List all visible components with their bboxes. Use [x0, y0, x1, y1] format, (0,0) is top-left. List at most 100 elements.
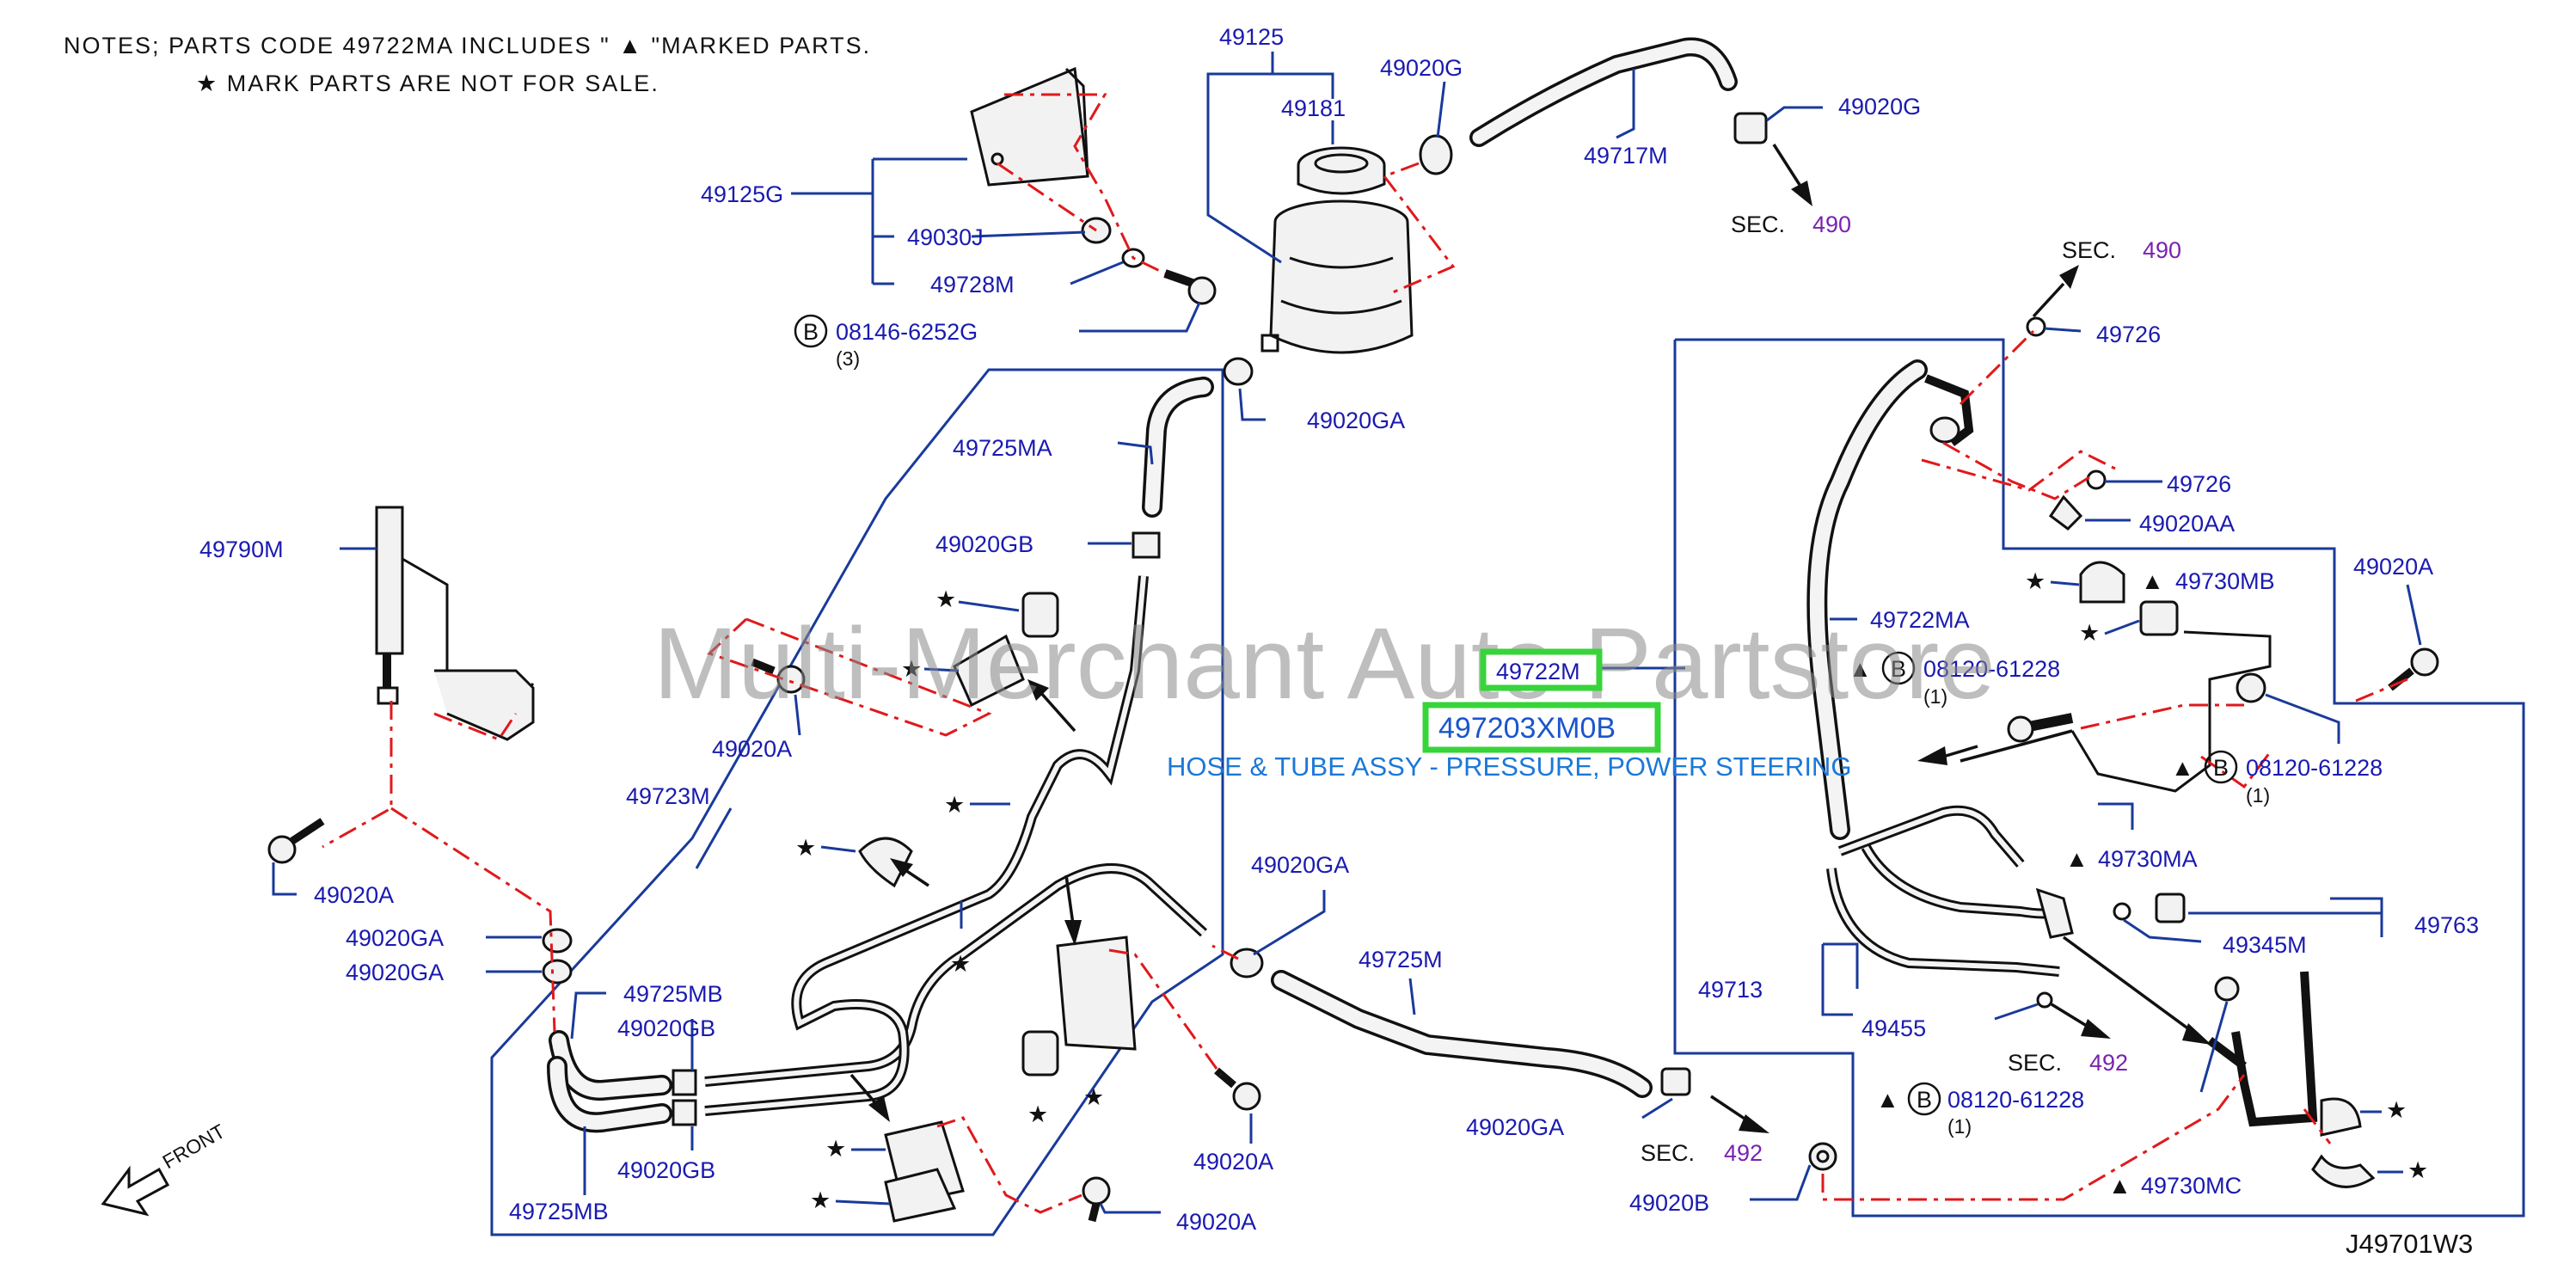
label-49020ga-right: 49020GA — [1466, 1114, 1564, 1140]
watermark: Multi-Merchant Auto Partstore — [653, 607, 1996, 721]
star-mark: ★ — [2079, 620, 2100, 646]
star-mark: ★ — [825, 1136, 846, 1162]
b-mark: B — [2213, 755, 2229, 781]
insulator-49730mc-a — [2320, 1097, 2362, 1137]
label-49723m: 49723M — [626, 783, 710, 809]
highlight-box-part-no — [1480, 648, 1603, 691]
sec-label-490-top: SEC. — [1731, 212, 1785, 237]
leader-lines — [272, 52, 2422, 1214]
insulator-49730mc-b — [2311, 1154, 2376, 1188]
bolt-49020a-left — [267, 818, 325, 864]
star-mark: ★ — [2025, 568, 2045, 594]
label-49125: 49125 — [1219, 24, 1284, 50]
front-label: FRONT — [159, 1120, 230, 1173]
fitting-49763 — [2155, 893, 2186, 923]
b-mark: B — [1891, 656, 1906, 682]
symbol-marks: ★ ★ ★ ★ ★ ★ ★ ★ ★ ★ ★ ★ ★ ▲ ▲ ▲ ▲ ▲ ▲ — [795, 568, 2428, 1213]
b-mark: B — [803, 319, 819, 345]
label-49722ma: 49722MA — [1870, 607, 1970, 633]
label-08146-6252g: 08146-6252G — [836, 319, 978, 345]
star-mark: ★ — [1083, 1084, 1104, 1110]
group-outline-right — [1673, 338, 2525, 1218]
clamp-49020gb-b — [672, 1099, 697, 1126]
clamp-49020gb-a — [672, 1069, 697, 1096]
label-49181: 49181 — [1281, 95, 1346, 121]
label-49020b: 49020B — [1629, 1190, 1709, 1216]
group-outline-pipe — [490, 368, 1224, 1236]
triangle-mark: ▲ — [2171, 755, 2194, 781]
label-49020aa: 49020AA — [2139, 511, 2235, 537]
tube-49713 — [1826, 805, 2061, 977]
sec-number-492-right: 492 — [2089, 1050, 2128, 1076]
label-49020ga-a: 49020GA — [346, 925, 444, 951]
clamp-49020g-left — [1419, 134, 1453, 175]
label-49726-lower: 49726 — [2167, 471, 2231, 497]
label-49020gb-top: 49020GB — [935, 531, 1033, 557]
label-49020ga-top: 49020GA — [1307, 408, 1405, 433]
label-49020a-lower: 49020A — [1193, 1149, 1273, 1175]
clamp-49020ga-right — [1660, 1067, 1691, 1096]
bolt-08146-6252g — [1163, 269, 1217, 305]
sec-number-490-right: 490 — [2143, 237, 2181, 263]
clamp-49020ga-b — [542, 959, 573, 985]
clamp-49020g-right — [1733, 112, 1768, 144]
clamp-49020ga-a — [542, 928, 573, 954]
oring-49455 — [2036, 991, 2053, 1009]
bolt-49020a-mid — [751, 658, 806, 694]
fitting-upper — [1924, 374, 1974, 446]
washer-49726-upper — [2026, 316, 2046, 337]
reservoir — [1260, 199, 1414, 354]
bracket-upper — [953, 634, 1025, 708]
sec-label-492-right: SEC. — [2008, 1050, 2062, 1076]
qty-1-lower: (1) — [1947, 1115, 1972, 1138]
return-hose-49717M — [1469, 37, 1738, 147]
triangle-mark: ▲ — [2141, 568, 2164, 594]
b-mark: B — [1917, 1087, 1932, 1113]
label-08120-lower: 08120-61228 — [1947, 1087, 2084, 1113]
highlight-part-number[interactable]: 49722M — [1496, 659, 1580, 684]
clamp-49020ga-top — [1223, 357, 1254, 386]
bracket-lower — [1056, 936, 1137, 1051]
clamp-49020ga-mid — [1230, 948, 1264, 978]
sec-label-490-right: SEC. — [2062, 237, 2116, 263]
bolt-49020a-bottom — [1082, 1176, 1111, 1223]
label-49030j: 49030J — [907, 224, 984, 250]
highlight-oem-number[interactable]: 497203XM0B — [1438, 712, 1616, 745]
label-49020g-right: 49020G — [1838, 94, 1921, 120]
label-49725mb-bottom: 49725MB — [509, 1199, 609, 1224]
nut-49020b — [1808, 1142, 1837, 1171]
bolt-b-marks: B B B B — [794, 314, 2238, 1116]
hose-49725m — [1271, 970, 1653, 1098]
insulator-49730mb — [2139, 600, 2179, 636]
label-49020a-mid: 49020A — [712, 736, 792, 762]
bracket-49730ma — [2070, 630, 2272, 793]
clamp-upper-star — [2079, 561, 2125, 604]
label-49725ma: 49725MA — [953, 435, 1052, 461]
eye-bolt-49020aa — [2048, 494, 2083, 531]
notes-line-2: ★ MARK PARTS ARE NOT FOR SALE. — [196, 71, 659, 96]
label-49020gb-b: 49020GB — [617, 1157, 715, 1183]
reservoir-cap — [1297, 146, 1386, 195]
highlighted-part[interactable]: 49722M 497203XM0B HOSE & TUBE ASSY - PRE… — [1167, 648, 1851, 782]
label-49020a-bottom: 49020A — [1176, 1209, 1256, 1235]
bolt-08120-mid — [2236, 672, 2266, 703]
label-49020a-right: 49020A — [2353, 554, 2433, 580]
label-49713: 49713 — [1698, 977, 1763, 1003]
star-mark: ★ — [901, 656, 922, 682]
label-49020gb-a: 49020GB — [617, 1015, 715, 1041]
triangle-mark: ▲ — [1876, 1087, 1899, 1113]
star-mark: ★ — [1027, 1101, 1048, 1127]
label-08120-upper: 08120-61228 — [1923, 656, 2060, 682]
oring-49345m — [2113, 902, 2131, 921]
label-49020ga-mid: 49020GA — [1251, 852, 1349, 878]
label-49730mb: 49730MB — [2175, 568, 2275, 594]
notes-line-1: NOTES; PARTS CODE 49722MA INCLUDES " ▲ "… — [64, 33, 871, 58]
sec-number-492-bottom: 492 — [1724, 1140, 1763, 1166]
triangle-mark: ▲ — [2108, 1173, 2131, 1199]
union-fitting — [2035, 887, 2074, 939]
collar-49728m — [1121, 248, 1145, 268]
sec-number-490-top: 490 — [1812, 212, 1851, 237]
label-49763: 49763 — [2414, 912, 2479, 938]
bracket-49125g — [970, 66, 1089, 187]
